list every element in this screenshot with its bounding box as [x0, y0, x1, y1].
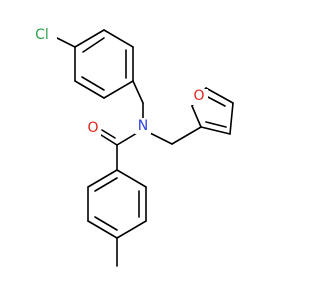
molecule-drawing: Cl O O N [33, 27, 234, 267]
tolyl-ring [87, 169, 147, 239]
atom-label-nitrogen: N [135, 118, 151, 134]
atom-label-chlorine: Cl [33, 27, 57, 45]
carbonyl-double-bond [100, 129, 118, 146]
chlorophenyl-ring [74, 29, 134, 99]
atom-label-furan-oxygen: O [192, 88, 208, 105]
furan-oxygen-symbol: O [193, 88, 204, 104]
furan-ring [191, 87, 234, 135]
structure-diagram: Cl O O N [33, 27, 234, 267]
atom-label-carbonyl-oxygen: O [85, 120, 101, 137]
bond-ch2-furan [171, 126, 202, 145]
bond-nitrogen-carbonyl [116, 132, 138, 146]
nitrogen-symbol: N [138, 118, 148, 134]
chlorine-symbol: Cl [35, 27, 49, 43]
bond-ring-ch2 [132, 80, 144, 104]
carbonyl-oxygen-symbol: O [87, 120, 98, 136]
bond-nitrogen-ch2-furan [149, 132, 173, 145]
